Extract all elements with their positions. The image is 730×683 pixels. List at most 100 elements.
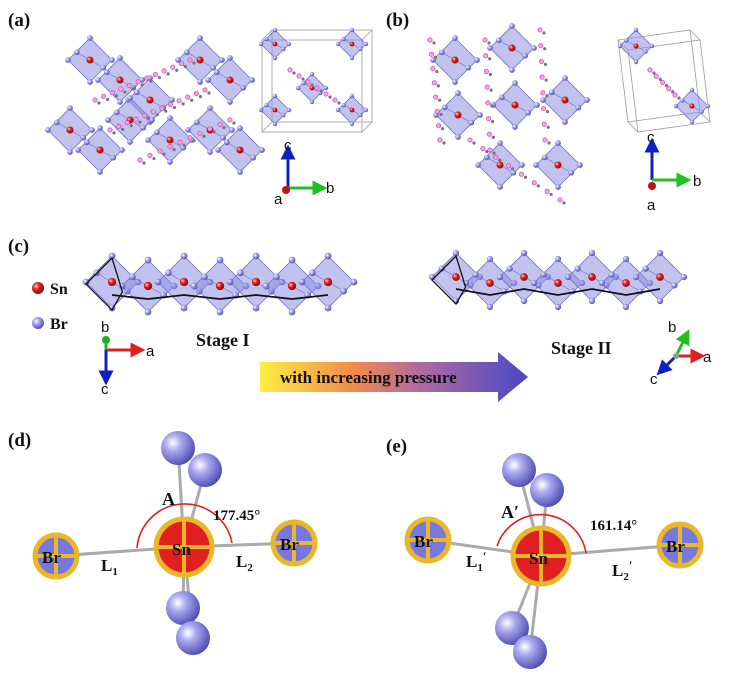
panel-label-d: (d) bbox=[8, 430, 31, 451]
ligands-a-3 bbox=[137, 117, 236, 165]
cell-octahedron-a-0 bbox=[258, 27, 292, 61]
coordination-d: Br Sn Br A 177.45° L1 L2 bbox=[32, 431, 318, 655]
stage2-label: Stage II bbox=[551, 338, 612, 358]
axis-label-c-s2: c bbox=[650, 371, 658, 388]
ligands-b-2 bbox=[482, 37, 496, 155]
octahedron-a-8 bbox=[215, 125, 265, 175]
cell-octahedron-b-1 bbox=[673, 87, 711, 125]
octahedron-a-5 bbox=[175, 35, 225, 85]
axis-label-c-a: c bbox=[284, 137, 292, 154]
br-left-d-label: Br bbox=[42, 548, 61, 567]
ligands-b-3 bbox=[537, 27, 551, 145]
stage1-octahedron-1 bbox=[118, 256, 178, 316]
octahedron-a-9 bbox=[105, 95, 155, 145]
br-atom-right-d: Br bbox=[270, 519, 318, 567]
bond-label-l1-e: L1′ bbox=[466, 549, 487, 574]
legend-br-atom bbox=[32, 317, 44, 329]
octahedron-a-3 bbox=[45, 105, 95, 155]
axis-label-c-b: c bbox=[647, 129, 655, 146]
pressure-arrow-text: with increasing pressure bbox=[280, 368, 457, 387]
stage1-sn-chain-line bbox=[111, 294, 329, 300]
cell-octahedron-a-4 bbox=[335, 93, 369, 127]
sn-e-label: Sn bbox=[529, 549, 548, 568]
cell-ligands-a bbox=[287, 67, 341, 105]
cell-octahedron-a-1 bbox=[335, 27, 369, 61]
atom-legend: Sn Br bbox=[32, 281, 68, 333]
unit-cell-a bbox=[261, 29, 373, 133]
octahedron-b-5 bbox=[475, 140, 525, 190]
stage1-label: Stage I bbox=[196, 330, 250, 350]
crystal-structure-a bbox=[45, 35, 265, 175]
octahedron-a-4 bbox=[75, 125, 125, 175]
bond-label-l1-d: L1 bbox=[101, 556, 118, 578]
panel-label-c: (c) bbox=[8, 236, 29, 257]
octahedron-b-4 bbox=[540, 75, 590, 125]
ligands-b-4 bbox=[467, 137, 566, 205]
unit-cell-b-octahedra bbox=[617, 27, 711, 125]
ligands-a-1 bbox=[92, 57, 196, 105]
axis-label-b-a: b bbox=[326, 180, 334, 197]
stage2-octahedron-6 bbox=[632, 249, 688, 305]
angle-label-e: A′ bbox=[501, 502, 519, 522]
legend-sn-label: Sn bbox=[50, 281, 68, 298]
axis-label-a-a: a bbox=[274, 191, 283, 208]
stage1-outlined-octahedron bbox=[85, 256, 124, 312]
octahedra-chain-stage1 bbox=[82, 252, 358, 316]
axes-triad-stage1: b a c bbox=[98, 319, 155, 398]
stage1-octahedron-6 bbox=[298, 252, 358, 312]
stage2-octahedron-4 bbox=[564, 249, 620, 305]
axes-triad-a: c b a bbox=[274, 137, 334, 208]
axis-label-b-s1: b bbox=[101, 319, 109, 336]
panel-label-e: (e) bbox=[386, 436, 407, 457]
stage2-outlined-octahedron bbox=[431, 254, 467, 306]
stage2-octahedron-5 bbox=[598, 255, 654, 311]
axes-triad-b: c b a bbox=[644, 129, 701, 214]
br-atom-right-e: Br bbox=[656, 521, 704, 569]
br-left-e-label: Br bbox=[414, 532, 433, 551]
coordination-e: Br Sn Br A′ 161.14° L1′ L2′ bbox=[404, 453, 704, 669]
panel-label-b: (b) bbox=[386, 10, 409, 31]
axis-label-a-s1: a bbox=[146, 343, 155, 360]
ligands-b-1 bbox=[427, 37, 446, 145]
sn-atom-e: Sn bbox=[510, 525, 572, 587]
octahedron-b-2 bbox=[433, 90, 483, 140]
stage2-octahedron-0 bbox=[428, 249, 484, 305]
pressure-arrow: with increasing pressure bbox=[260, 352, 528, 402]
legend-br-label: Br bbox=[50, 316, 68, 333]
crystal-structure-b bbox=[427, 23, 590, 205]
ligands-a-2 bbox=[107, 87, 211, 135]
cell-ligands-b bbox=[647, 67, 681, 100]
unit-cell-a-octahedra bbox=[258, 27, 369, 127]
axes-triad-stage2: b a c bbox=[650, 319, 712, 388]
stage2-sn-chain-line bbox=[455, 288, 661, 296]
axis-label-c-s1: c bbox=[101, 381, 109, 398]
cell-octahedron-a-3 bbox=[258, 93, 292, 127]
axis-label-a-s2: a bbox=[703, 349, 712, 366]
octahedron-b-0 bbox=[430, 35, 480, 85]
stage1-octahedron-5 bbox=[262, 256, 322, 316]
legend-sn-atom bbox=[32, 282, 44, 294]
cell-octahedron-b-0 bbox=[617, 27, 655, 65]
octahedron-a-0 bbox=[65, 35, 115, 85]
octahedron-b-6 bbox=[533, 140, 583, 190]
octahedron-a-1 bbox=[95, 55, 145, 105]
octahedron-b-1 bbox=[487, 23, 537, 73]
axis-label-b-b: b bbox=[693, 173, 701, 190]
br-atom-left-d: Br bbox=[32, 532, 80, 580]
br-atom-left-e: Br bbox=[404, 516, 452, 564]
bond-label-l2-e: L2′ bbox=[612, 558, 633, 583]
octahedron-b-3 bbox=[490, 80, 540, 130]
axis-label-b-s2: b bbox=[668, 319, 676, 336]
br-right-d-label: Br bbox=[280, 535, 299, 554]
stage2-octahedron-2 bbox=[496, 249, 552, 305]
octahedron-a-6 bbox=[205, 55, 255, 105]
cell-octahedron-a-2 bbox=[295, 71, 329, 105]
sn-d-label: Sn bbox=[172, 540, 191, 559]
axis-label-a-b: a bbox=[647, 197, 656, 214]
sn-atom-d: Sn bbox=[153, 516, 215, 578]
bond-label-l2-d: L2 bbox=[236, 552, 253, 574]
angle-value-e: 161.14° bbox=[590, 518, 637, 534]
angle-value-d: 177.45° bbox=[213, 508, 260, 524]
angle-label-d: A bbox=[162, 489, 175, 509]
